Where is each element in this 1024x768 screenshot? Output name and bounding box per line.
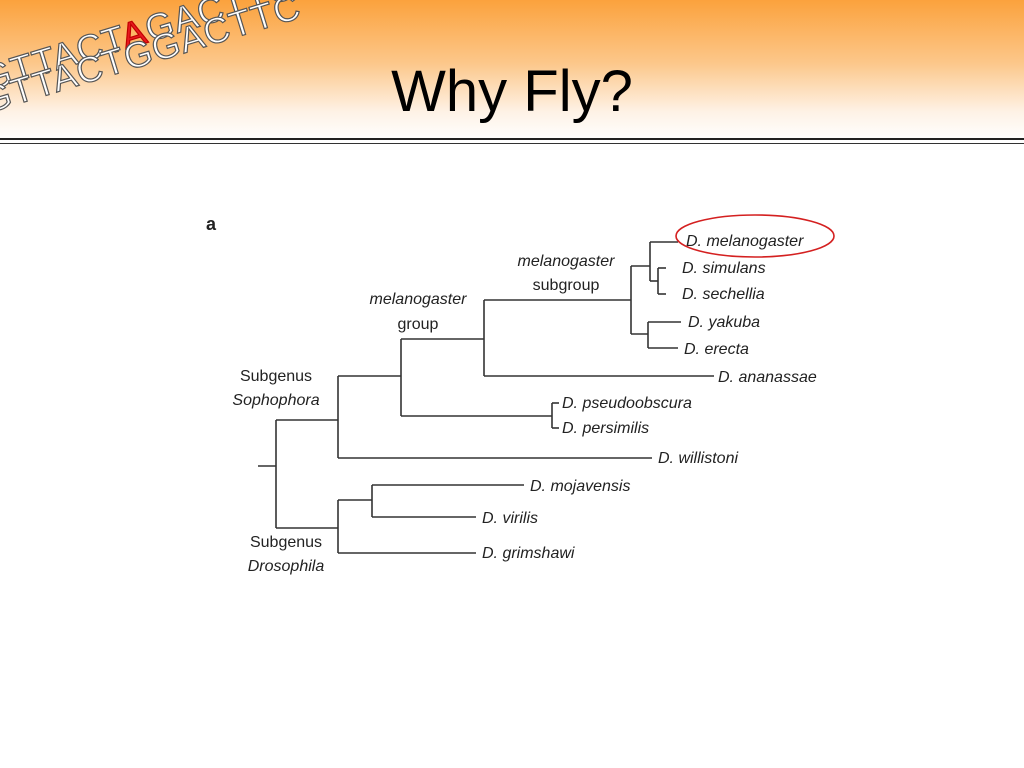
species-label-erecta: D. erecta: [684, 341, 749, 358]
slide-title: Why Fly?: [391, 59, 633, 124]
highlight-ellipse-melanogaster: [675, 214, 835, 258]
species-label-mojavensis: D. mojavensis: [530, 478, 630, 495]
species-label-sechellia: D. sechellia: [682, 286, 765, 303]
label-melanogaster-group-line1: melanogaster: [370, 291, 468, 308]
label-melanogaster-group-line2: group: [398, 316, 439, 333]
label-subgenus-drosophila-line1: Subgenus: [250, 534, 322, 551]
species-label-yakuba: D. yakuba: [688, 314, 760, 331]
species-label-grimshawi: D. grimshawi: [482, 545, 575, 562]
title-divider: [0, 138, 1024, 140]
label-subgenus-sophophora-line2: Sophophora: [232, 392, 319, 409]
species-label-simulans: D. simulans: [682, 260, 766, 277]
label-subgenus-sophophora-line1: Subgenus: [240, 368, 312, 385]
label-melanogaster-subgroup-line2: subgroup: [533, 277, 600, 294]
species-label-virilis: D. virilis: [482, 510, 538, 527]
label-melanogaster-subgroup-line1: melanogaster: [518, 253, 616, 270]
species-label-persimilis: D. persimilis: [562, 420, 649, 437]
panel-label: a: [206, 214, 217, 234]
species-label-pseudoobscura: D. pseudoobscura: [562, 395, 692, 412]
title-divider-secondary: [0, 143, 1024, 144]
species-label-willistoni: D. willistoni: [658, 450, 738, 467]
species-label-melanogaster: D. melanogaster: [686, 233, 804, 250]
header-band: GTTACTAGACTTC GTTACTGGACTTC: [0, 0, 1024, 140]
species-label-ananassae: D. ananassae: [718, 369, 817, 386]
label-subgenus-drosophila-line2: Drosophila: [248, 558, 325, 575]
